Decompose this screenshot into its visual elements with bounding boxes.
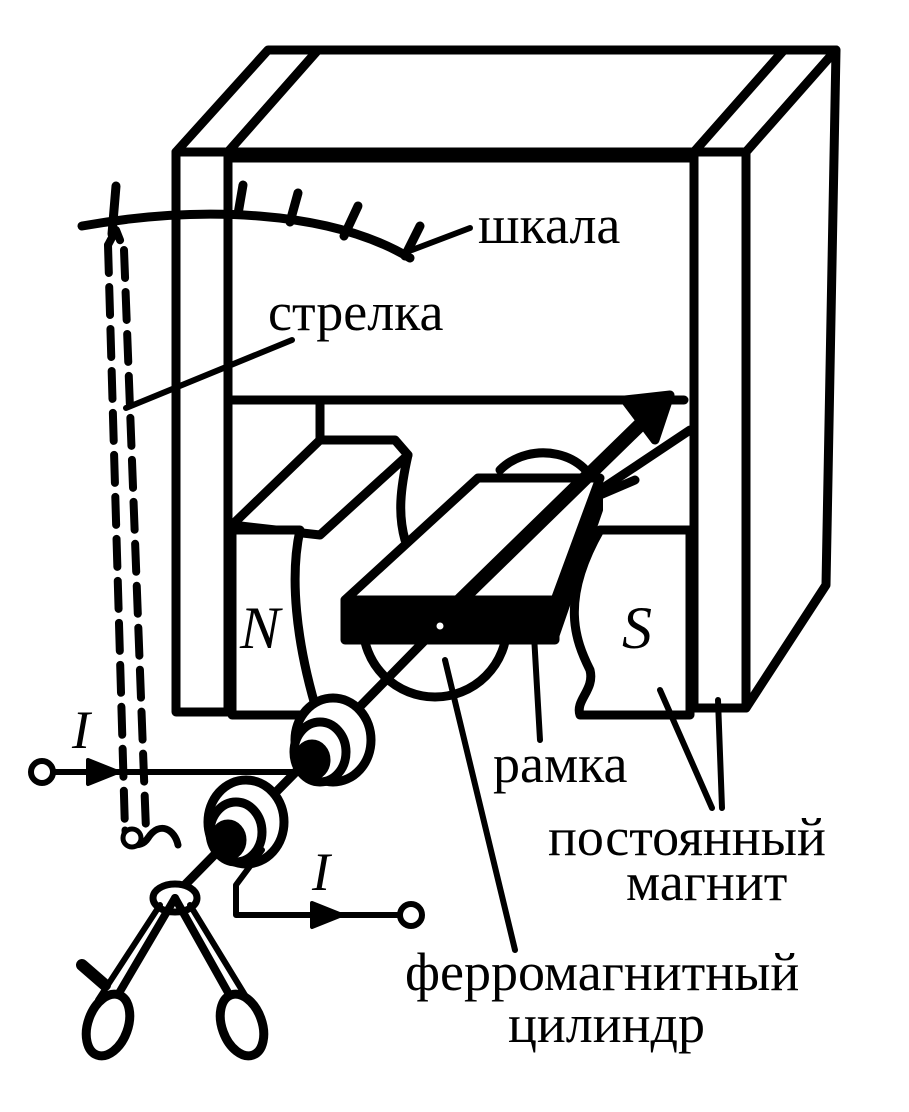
label-current-in: I: [71, 700, 93, 760]
current-lead-in: [28, 758, 308, 786]
spiral-spring-lower: [203, 775, 289, 869]
pointer-projection-dashed: [104, 226, 150, 834]
spiral-spring-upper: [289, 693, 376, 787]
label-scale: шкала: [478, 195, 620, 255]
label-pole-south: S: [622, 595, 652, 661]
magnet-leader-right: [715, 697, 725, 811]
pointer-leader: [123, 337, 295, 411]
current-lead-out: [233, 847, 425, 929]
permanent-magnet-housing: [171, 45, 841, 717]
pointer-needle: [433, 390, 688, 627]
label-cylinder-line2: цилиндр: [508, 994, 705, 1054]
label-frame: рамка: [493, 734, 628, 794]
label-magnet-line1: постоянный: [548, 807, 826, 867]
label-current-out: I: [311, 842, 333, 902]
north-pole-piece: [227, 395, 413, 720]
frame-leader: [531, 632, 543, 743]
magnet-leader-left: [657, 687, 715, 811]
label-magnet-line2: магнит: [626, 852, 787, 912]
label-cylinder-line1: ферромагнитный: [405, 942, 799, 1002]
scale-arc: [77, 180, 473, 263]
label-pole-north: N: [239, 595, 283, 661]
south-pole-piece: [569, 425, 695, 720]
zero-corrector-mechanism: [76, 824, 269, 1061]
cylinder-leader: [442, 657, 518, 953]
label-pointer: стрелка: [268, 282, 444, 342]
